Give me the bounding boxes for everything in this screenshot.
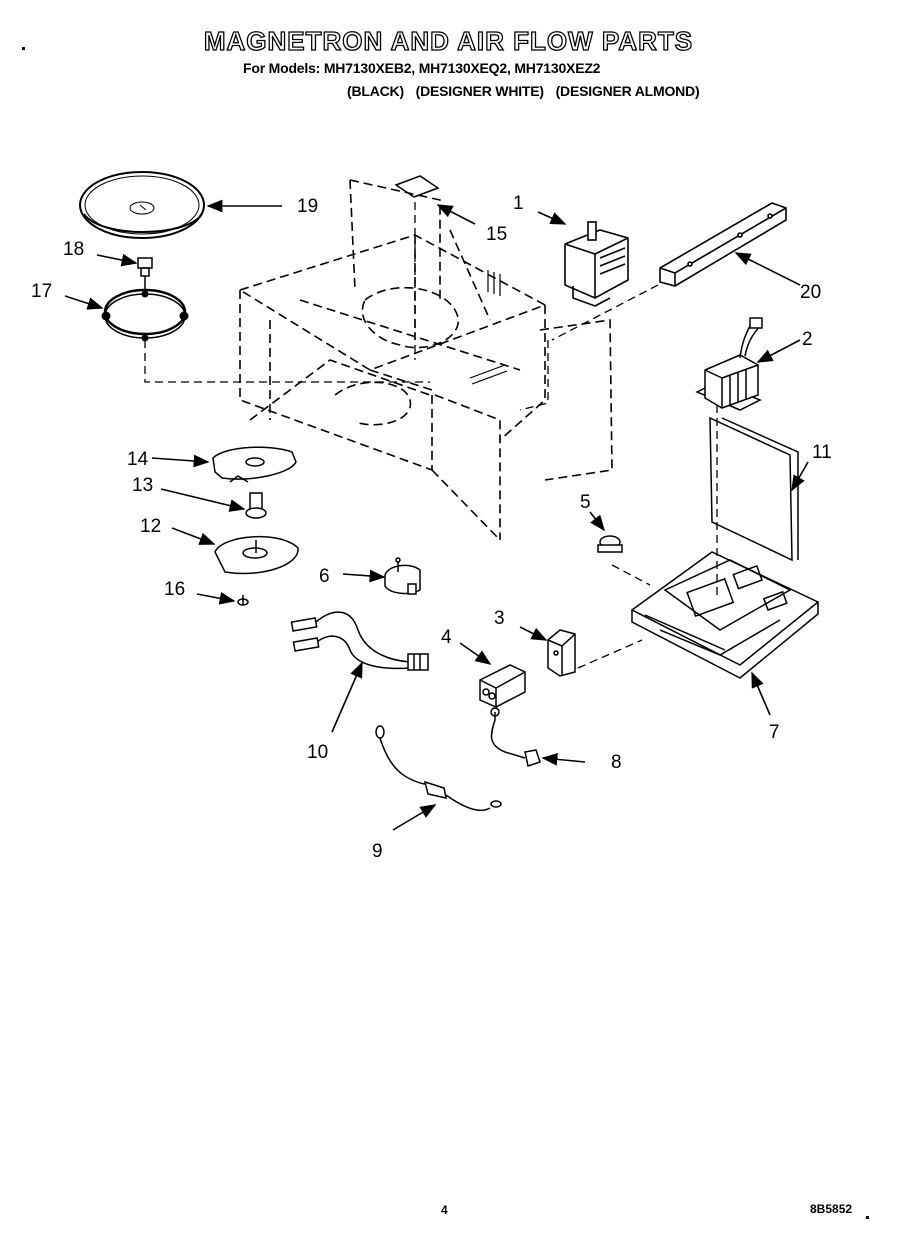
models-line: For Models: MH7130XEB2, MH7130XEQ2, MH71… [243, 60, 601, 76]
screw-part [237, 595, 249, 606]
color-designer-white: (DESIGNER WHITE) [415, 83, 544, 99]
callout-13: 13 [132, 475, 153, 496]
magnetron-part [564, 221, 629, 307]
coupler-part [137, 257, 153, 290]
scan-mark [22, 47, 25, 50]
fuse-lead-part [375, 725, 502, 812]
callout-1: 1 [513, 193, 524, 214]
stirrer-blade-part [214, 535, 299, 575]
color-variants: (BLACK) (DESIGNER WHITE) (DESIGNER ALMON… [347, 83, 707, 99]
callout-arrows [64, 199, 809, 831]
capacitor-part [479, 664, 526, 708]
diode-bracket-part [547, 629, 576, 677]
callout-6: 6 [319, 566, 330, 587]
callout-10: 10 [307, 742, 328, 763]
callout-11: 11 [812, 442, 832, 463]
callout-18: 18 [63, 239, 84, 260]
cavity-vent-slots [469, 270, 508, 385]
base-plate-part [630, 551, 820, 679]
callout-8: 8 [611, 752, 622, 773]
color-black: (BLACK) [347, 83, 404, 99]
wire-harness-part [290, 611, 429, 671]
callout-7: 7 [769, 722, 780, 743]
callout-19: 19 [297, 196, 318, 217]
scan-mark [866, 1216, 869, 1219]
callout-9: 9 [372, 841, 383, 862]
document-code: 8B5852 [810, 1202, 853, 1216]
diode-part [490, 707, 541, 767]
air-duct-part [659, 202, 787, 287]
callout-2: 2 [802, 329, 813, 350]
callout-14: 14 [127, 449, 149, 470]
roller-ring-part [101, 288, 189, 342]
transformer-part [695, 317, 763, 411]
callout-3: 3 [494, 608, 505, 629]
callout-16: 16 [164, 579, 185, 600]
oven-cavity-outline [238, 179, 613, 541]
callout-numbers: 1 2 3 4 5 6 7 8 9 10 11 12 13 14 15 16 1… [31, 193, 832, 862]
air-guide-panel-part [709, 416, 799, 562]
waveguide-cover-part [394, 175, 440, 198]
callout-15: 15 [486, 224, 507, 245]
fan-motor-part [384, 557, 421, 595]
callout-17: 17 [31, 281, 52, 302]
callout-5: 5 [580, 492, 591, 513]
color-designer-almond: (DESIGNER ALMOND) [555, 83, 700, 99]
callout-20: 20 [800, 282, 821, 303]
glass-turntable-part [79, 171, 205, 239]
page-number: 4 [441, 1203, 448, 1217]
stirrer-cover-part [212, 446, 297, 483]
drive-shaft-part [245, 492, 267, 519]
callout-12: 12 [140, 516, 161, 537]
thermal-cutout-part [597, 535, 623, 553]
page-title: MAGNETRON AND AIR FLOW PARTS [203, 25, 694, 56]
callout-4: 4 [441, 627, 452, 648]
assembly-lines [144, 202, 718, 669]
